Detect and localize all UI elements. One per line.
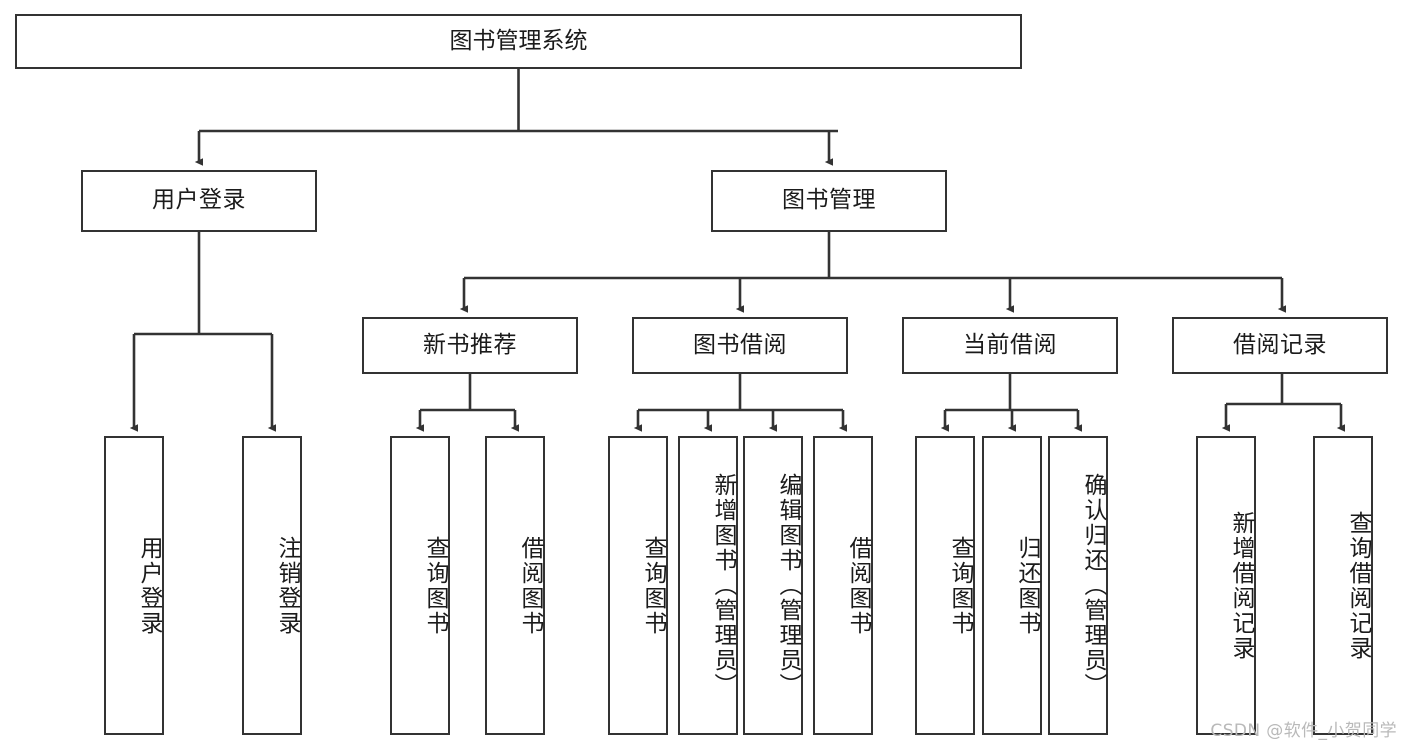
node-leaf-query-record[interactable]: 查询借阅记录 — [1313, 436, 1373, 735]
node-borrow-record-label: 借阅记录 — [1233, 331, 1327, 358]
node-book-borrow-label: 图书借阅 — [693, 331, 787, 358]
node-leaf-return-book[interactable]: 归还图书 — [982, 436, 1042, 735]
node-leaf-query-book-3[interactable]: 查询图书 — [915, 436, 975, 735]
node-leaf-add-book[interactable]: 新增图书（管理员） — [678, 436, 738, 735]
node-leaf-logout[interactable]: 注销登录 — [242, 436, 302, 735]
node-user-login[interactable]: 用户登录 — [81, 170, 317, 232]
node-leaf-add-record[interactable]: 新增借阅记录 — [1196, 436, 1256, 735]
node-leaf-query-book-1-label: 查询图书 — [422, 535, 448, 636]
node-leaf-query-record-label: 查询借阅记录 — [1345, 510, 1371, 661]
node-leaf-borrow-book-1[interactable]: 借阅图书 — [485, 436, 545, 735]
node-leaf-query-book-2[interactable]: 查询图书 — [608, 436, 668, 735]
node-borrow-record[interactable]: 借阅记录 — [1172, 317, 1388, 374]
node-root[interactable]: 图书管理系统 — [15, 14, 1022, 69]
node-new-book-rec[interactable]: 新书推荐 — [362, 317, 578, 374]
node-leaf-confirm-return[interactable]: 确认归还（管理员） — [1048, 436, 1108, 735]
node-leaf-user-login[interactable]: 用户登录 — [104, 436, 164, 735]
node-new-book-rec-label: 新书推荐 — [423, 331, 517, 358]
node-leaf-query-book-3-label: 查询图书 — [947, 535, 973, 636]
watermark: CSDN @软件_小贺同学 — [1210, 721, 1397, 741]
node-leaf-query-book-1[interactable]: 查询图书 — [390, 436, 450, 735]
node-leaf-borrow-book-2[interactable]: 借阅图书 — [813, 436, 873, 735]
node-leaf-edit-book[interactable]: 编辑图书（管理员） — [743, 436, 803, 735]
node-user-login-label: 用户登录 — [152, 187, 246, 214]
node-book-manage[interactable]: 图书管理 — [711, 170, 947, 232]
node-current-borrow-label: 当前借阅 — [963, 331, 1057, 358]
node-leaf-add-book-label: 新增图书（管理员） — [710, 473, 736, 698]
node-leaf-confirm-return-label: 确认归还（管理员） — [1080, 473, 1106, 698]
node-root-label: 图书管理系统 — [449, 27, 588, 54]
node-leaf-edit-book-label: 编辑图书（管理员） — [775, 473, 801, 698]
node-book-borrow[interactable]: 图书借阅 — [632, 317, 848, 374]
node-leaf-borrow-book-1-label: 借阅图书 — [517, 535, 543, 636]
node-leaf-add-record-label: 新增借阅记录 — [1228, 510, 1254, 661]
node-leaf-query-book-2-label: 查询图书 — [640, 535, 666, 636]
node-leaf-borrow-book-2-label: 借阅图书 — [845, 535, 871, 636]
node-current-borrow[interactable]: 当前借阅 — [902, 317, 1118, 374]
node-leaf-user-login-label: 用户登录 — [136, 535, 162, 636]
node-book-manage-label: 图书管理 — [782, 187, 876, 214]
node-leaf-return-book-label: 归还图书 — [1014, 535, 1040, 636]
node-leaf-logout-label: 注销登录 — [274, 535, 300, 636]
